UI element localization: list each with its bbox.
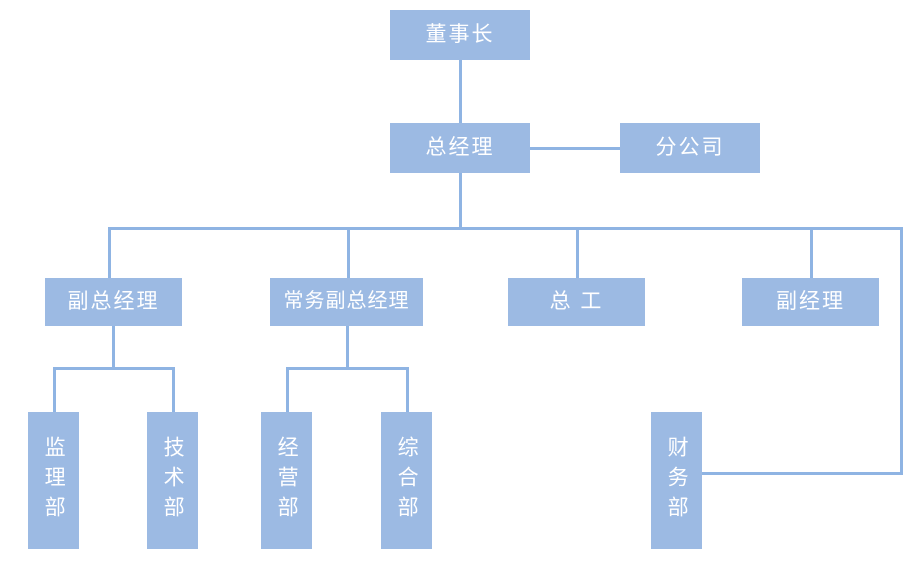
node-finance-dept-label: 财务部	[665, 435, 689, 526]
node-finance-dept[interactable]: 财务部	[651, 412, 702, 549]
connector-gm-to-branch	[530, 147, 620, 150]
connector-bus-to-deputy-gm	[108, 227, 111, 279]
node-deputy-manager[interactable]: 副经理	[742, 278, 879, 326]
connector-right-to-finance	[702, 472, 903, 475]
node-chairman[interactable]: 董事长	[390, 10, 530, 60]
node-supervision-dept-label: 监理部	[42, 435, 66, 526]
connector-to-general-affairs-dept	[406, 367, 409, 413]
node-executive-deputy-general-manager[interactable]: 常务副总经理	[270, 278, 423, 326]
node-chairman-label: 董事长	[425, 22, 495, 46]
node-deputy-general-manager-label: 副总经理	[67, 289, 160, 313]
connector-to-supervision-dept	[53, 367, 56, 413]
connector-exec-deputy-gm-drop	[346, 326, 349, 368]
node-branch-company[interactable]: 分公司	[620, 123, 760, 173]
connector-to-technology-dept	[172, 367, 175, 413]
node-chief-engineer[interactable]: 总 工	[508, 278, 645, 326]
node-deputy-general-manager[interactable]: 副总经理	[45, 278, 182, 326]
node-technology-dept-label: 技术部	[161, 435, 185, 526]
node-general-affairs-dept-label: 综合部	[395, 435, 419, 526]
connector-bus-to-exec-deputy-gm	[347, 227, 350, 279]
node-deputy-manager-label: 副经理	[776, 289, 845, 313]
node-general-affairs-dept[interactable]: 综合部	[381, 412, 432, 549]
node-chief-engineer-label: 总 工	[549, 289, 604, 313]
node-technology-dept[interactable]: 技术部	[147, 412, 198, 549]
node-general-manager-label: 总经理	[425, 135, 495, 159]
connector-level3-bus	[108, 227, 903, 230]
connector-deputy-gm-drop	[112, 326, 115, 368]
node-general-manager[interactable]: 总经理	[390, 123, 530, 173]
connector-exec-deputy-gm-bus	[286, 367, 409, 370]
connector-bus-to-deputy-manager	[810, 227, 813, 279]
node-supervision-dept[interactable]: 监理部	[28, 412, 79, 549]
connector-chairman-to-gm	[459, 60, 462, 123]
node-operations-dept[interactable]: 经营部	[261, 412, 312, 549]
node-branch-company-label: 分公司	[655, 135, 725, 159]
connector-deputy-gm-bus	[53, 367, 175, 370]
connector-bus-right-drop	[900, 227, 903, 475]
node-executive-deputy-general-manager-label: 常务副总经理	[283, 290, 410, 313]
connector-to-operations-dept	[286, 367, 289, 413]
connector-bus-to-chief-engineer	[576, 227, 579, 279]
node-operations-dept-label: 经营部	[275, 435, 299, 526]
connector-gm-drop	[459, 173, 462, 229]
